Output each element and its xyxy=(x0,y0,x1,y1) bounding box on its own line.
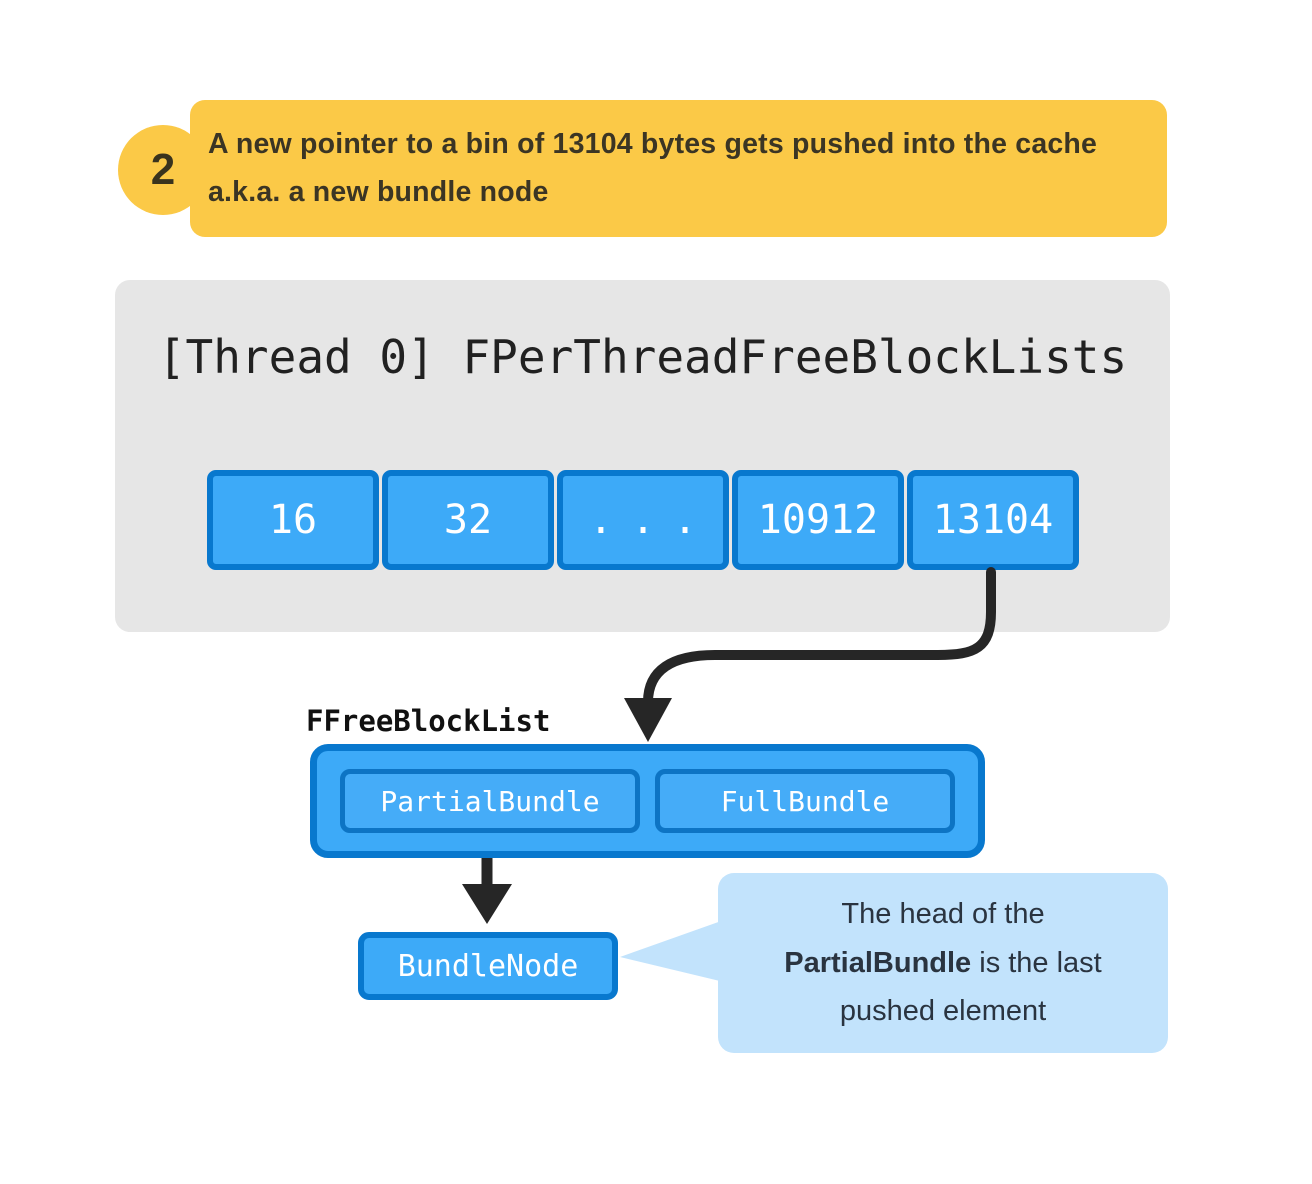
note-line-2: PartialBundle is the last xyxy=(718,939,1168,988)
note-line-1: The head of the xyxy=(841,897,1045,930)
free-block-list-label: FFreeBlockList xyxy=(306,704,551,738)
step-text: A new pointer to a bin of 13104 bytes ge… xyxy=(208,127,1098,208)
note-bold-partialbundle: PartialBundle xyxy=(784,946,972,979)
bin-cell-16: 16 xyxy=(207,470,379,570)
arrowhead-partialbundle-to-bundlenode xyxy=(462,884,512,924)
note-line-3: pushed element xyxy=(839,995,1047,1028)
thread-block: [Thread 0] FPerThreadFreeBlockLists 16 3… xyxy=(115,280,1170,632)
bin-row: 16 32 ... 10912 13104 xyxy=(207,470,1079,570)
bin-cell-10912: 10912 xyxy=(732,470,904,570)
note-pointer xyxy=(620,920,724,982)
full-bundle-box: FullBundle xyxy=(655,769,955,833)
arrowhead-bin-to-freeblocklist xyxy=(624,698,672,742)
bundle-node-box: BundleNode xyxy=(358,932,618,1000)
step-number: 2 xyxy=(150,145,176,194)
step-callout: A new pointer to a bin of 13104 bytes ge… xyxy=(190,100,1167,237)
bin-cell-13104: 13104 xyxy=(907,470,1079,570)
free-block-list-box: PartialBundle FullBundle xyxy=(310,744,985,858)
bin-cell-32: 32 xyxy=(382,470,554,570)
bin-cell-ellipsis: ... xyxy=(557,470,729,570)
thread-block-title: [Thread 0] FPerThreadFreeBlockLists xyxy=(157,330,1128,384)
note-callout: The head of the PartialBundle is the las… xyxy=(718,873,1168,1053)
note-line-2-rest: is the last xyxy=(971,946,1102,979)
partial-bundle-box: PartialBundle xyxy=(340,769,640,833)
